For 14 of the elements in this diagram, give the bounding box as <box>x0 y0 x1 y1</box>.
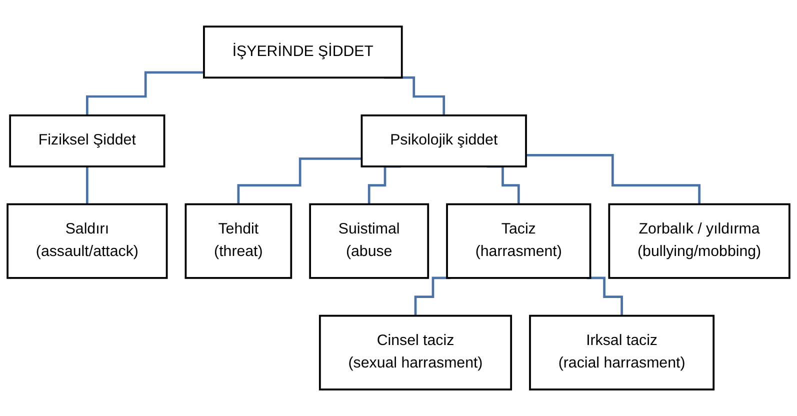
node-box: Cinsel taciz (sexual harrasment) <box>318 314 512 390</box>
node-box: Saldırı (assault/attack) <box>6 203 168 279</box>
node-box: İŞYERİNDE ŞİDDET <box>203 26 403 78</box>
node-box: Suistimal (abuse <box>309 203 430 279</box>
node-box: Taciz (harrasment) <box>446 203 592 279</box>
node-box: Fiziksel Şiddet <box>9 114 166 168</box>
node-box: Tehdit (threat) <box>184 203 292 279</box>
node-box: Irksal taciz (racial harrasment) <box>529 314 715 390</box>
connector <box>237 157 362 206</box>
node-box: Psikolojik şiddet <box>360 114 527 168</box>
connector <box>86 165 88 206</box>
node-box: Zorbalık / yıldırma (bullying/mobbing) <box>608 203 790 279</box>
connector <box>86 71 204 117</box>
connector <box>526 154 700 206</box>
